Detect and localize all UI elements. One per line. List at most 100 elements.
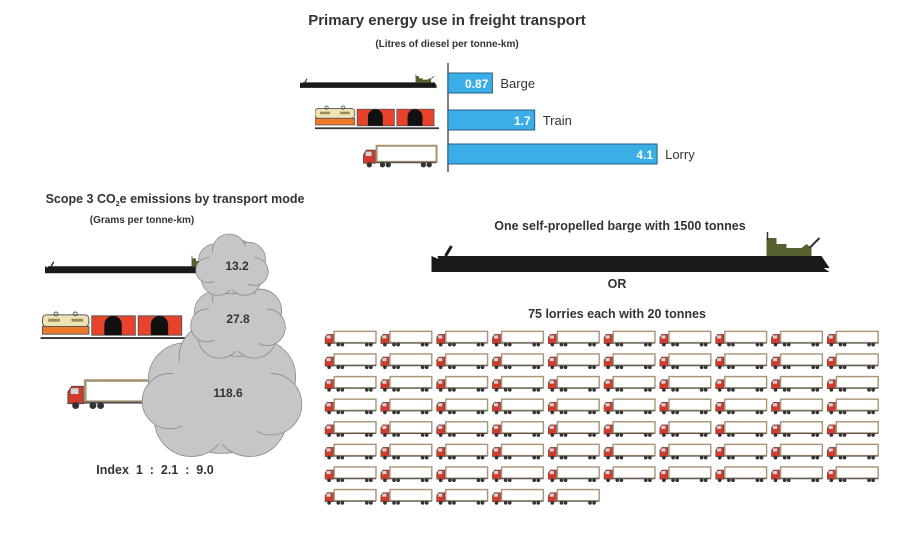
energy-value-train: 1.7 — [514, 114, 531, 128]
lorry-icon — [714, 375, 768, 393]
lorry-icon — [770, 443, 824, 460]
lorry-icon — [659, 398, 712, 415]
energy-category-barge: Barge — [500, 76, 535, 91]
lorry-icon — [380, 330, 433, 347]
lorry-icon — [659, 375, 712, 393]
lorry-icon — [435, 353, 489, 370]
lorry-icon — [714, 353, 768, 370]
lorry-icon — [491, 398, 545, 415]
lorry-icon — [324, 443, 377, 460]
lorry-icon — [435, 421, 489, 438]
lorry-grid — [324, 330, 879, 506]
lorry-icon — [324, 398, 377, 415]
lorry-icon — [714, 421, 768, 438]
train-icon — [315, 105, 439, 130]
lorry-icon — [491, 330, 545, 347]
lorry-icon — [491, 353, 545, 370]
lorry-icon — [380, 398, 433, 415]
lorry-icon — [714, 443, 768, 460]
lorry-icon — [770, 353, 824, 370]
barge-icon — [45, 254, 220, 275]
lorry-icon — [547, 488, 600, 506]
lorry-icon — [491, 488, 545, 506]
energy-bar-train: 1.7 Train — [447, 109, 572, 131]
lorry-icon — [547, 421, 600, 438]
lorry-icon — [380, 488, 433, 506]
lorry-icon — [659, 466, 712, 483]
emission-cloud — [195, 233, 269, 296]
lorry-icon — [547, 330, 600, 347]
lorry-icon — [659, 421, 712, 438]
lorry-icon — [603, 443, 656, 460]
lorry-icon — [435, 466, 489, 483]
lorry-icon — [491, 375, 545, 393]
lorry-icon — [826, 443, 879, 460]
lorry-icon — [491, 421, 545, 438]
train-icon — [40, 311, 190, 340]
lorry-icon — [362, 144, 438, 168]
lorry-icon — [547, 375, 600, 393]
lorry-icon — [826, 466, 879, 483]
lorry-icon — [770, 421, 824, 438]
lorry-icon — [603, 330, 656, 347]
lorry-icon — [435, 375, 489, 393]
lorry-icon — [324, 466, 377, 483]
large-barge-icon — [429, 232, 832, 272]
lorry-icon — [714, 466, 768, 483]
emissions-value-barge: 13.2 — [225, 259, 249, 273]
emissions-value-lorry: 118.6 — [213, 386, 243, 400]
lorry-icon — [435, 330, 489, 347]
energy-bar-barge: 0.87 Barge — [447, 72, 535, 94]
lorry-icon — [603, 353, 656, 370]
lorry-icon — [380, 466, 433, 483]
lorry-icon — [547, 353, 600, 370]
lorry-icon — [826, 398, 879, 415]
lorry-icon — [380, 421, 433, 438]
lorry-icon — [547, 466, 600, 483]
lorry-icon — [714, 398, 768, 415]
lorry-icon — [770, 330, 824, 347]
energy-category-train: Train — [543, 113, 572, 128]
lorry-icon — [547, 443, 600, 460]
lorry-icon — [770, 375, 824, 393]
emissions-value-train: 27.8 — [226, 312, 250, 326]
lorry-icon — [826, 330, 879, 347]
energy-category-lorry: Lorry — [665, 147, 695, 162]
lorry-icon — [491, 466, 545, 483]
lorry-icon — [324, 375, 377, 393]
emission-cloud — [190, 277, 286, 359]
or-text: OR — [608, 277, 627, 291]
lorry-icon — [659, 353, 712, 370]
lorry-icon — [380, 353, 433, 370]
energy-value-barge: 0.87 — [465, 77, 489, 91]
lorry-icon — [603, 375, 656, 393]
lorry-icon — [435, 488, 489, 506]
lorry-icon — [826, 375, 879, 393]
lorry-icon — [324, 353, 377, 370]
lorry-icon — [324, 421, 377, 438]
lorry-icon — [435, 443, 489, 460]
lorry-icon — [770, 466, 824, 483]
lorry-icon — [603, 398, 656, 415]
lorries-capacity-text: 75 lorries each with 20 tonnes — [528, 307, 706, 321]
barge-icon — [300, 73, 438, 89]
lorry-icon — [826, 353, 879, 370]
emissions-title: Scope 3 CO2e emissions by transport mode — [46, 192, 305, 208]
emission-cloud — [141, 321, 303, 457]
lorry-icon — [826, 421, 879, 438]
lorry-icon — [770, 398, 824, 415]
lorry-icon — [659, 330, 712, 347]
emissions-index: Index 1 : 2.1 : 9.0 — [96, 463, 213, 477]
barge-capacity-text: One self-propelled barge with 1500 tonne… — [494, 219, 745, 233]
energy-bar-lorry: 4.1 Lorry — [447, 143, 695, 165]
lorry-icon — [547, 398, 600, 415]
lorry-icon — [714, 330, 768, 347]
lorry-icon — [659, 443, 712, 460]
energy-chart-title: Primary energy use in freight transport — [308, 12, 586, 29]
emissions-subtitle: (Grams per tonne-km) — [90, 215, 194, 226]
lorry-icon — [380, 443, 433, 460]
energy-chart-subtitle: (Litres of diesel per tonne-km) — [375, 39, 518, 50]
lorry-icon — [380, 375, 433, 393]
lorry-icon — [603, 466, 656, 483]
lorry-icon — [491, 443, 545, 460]
